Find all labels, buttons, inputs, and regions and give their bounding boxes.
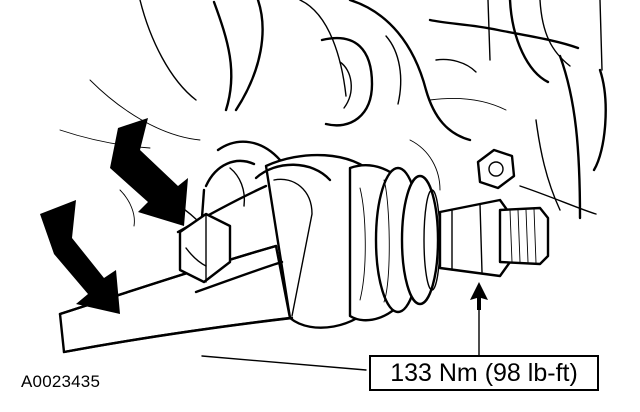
lower-control-arm (58, 163, 332, 354)
upper-bolt (476, 148, 516, 190)
arrow-icon (40, 200, 120, 314)
arrow-icon (110, 118, 188, 226)
torque-spec-label: 133 Nm (98 lb-ft) (369, 355, 599, 391)
figure-id: A0023435 (21, 372, 101, 391)
arrow-icon (470, 282, 488, 310)
rear-bolt-head (178, 212, 232, 284)
bolt-and-nut (438, 198, 550, 278)
